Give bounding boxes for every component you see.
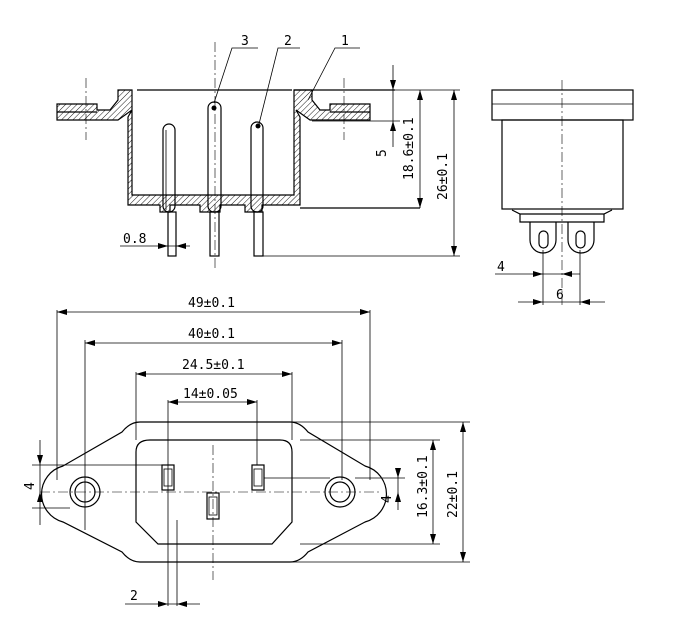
callout-1: 1	[341, 34, 349, 49]
dim-left-offset-text: 4	[23, 482, 38, 490]
dim-pin-width: 0.8	[120, 232, 190, 249]
dim-overall-width-text: 49±0.1	[188, 296, 235, 311]
dim-top-body-height-text: 16.3±0.1	[416, 455, 431, 518]
dim-pin-offset: 2	[125, 589, 200, 607]
dim-pin-width-text: 0.8	[123, 232, 146, 247]
callout-2: 2	[284, 34, 292, 49]
dim-flange-5: 5	[312, 65, 400, 157]
dim-body-height-text: 18.6±0.1	[402, 117, 417, 180]
dim-overall-width: 49±0.1	[57, 296, 370, 315]
dim-body-height: 18.6±0.1	[402, 90, 423, 208]
slot-center	[206, 492, 220, 520]
dim-pin-spacing-text: 14±0.05	[183, 387, 238, 402]
dim-right-offset-text: 4	[380, 495, 395, 503]
housing-section	[56, 89, 371, 213]
dim-body-width-text: 24.5±0.1	[182, 358, 245, 373]
dim-flange-text: 5	[375, 149, 390, 157]
pin-left	[162, 123, 177, 257]
dim-top-flange-height-text: 22±0.1	[446, 471, 461, 518]
dim-end-pitch-text: 6	[556, 288, 564, 303]
dim-right-offset: 4	[264, 468, 405, 510]
top-view: 49±0.1 40±0.1 24.5±0.1 14±0.05 2	[23, 296, 470, 607]
slot-right	[251, 464, 265, 491]
dim-hole-spacing-text: 40±0.1	[188, 327, 235, 342]
dim-top-flange-height: 22±0.1	[446, 422, 466, 562]
dim-end-pitch: 6	[518, 288, 605, 305]
end-pin-left	[529, 222, 557, 254]
dim-body-width: 24.5±0.1	[136, 358, 292, 377]
dim-end-offset-text: 4	[497, 260, 505, 275]
side-section-view: 3 2 1 5 18.6±0.1 26±0.1	[56, 34, 460, 270]
pin-center	[207, 101, 222, 257]
dim-left-offset: 4	[23, 440, 165, 525]
dim-pin-offset-text: 2	[130, 589, 138, 604]
dim-end-offset: 4	[495, 260, 580, 277]
end-pin-right	[567, 222, 595, 254]
pin-right	[250, 121, 460, 257]
dim-pin-spacing: 14±0.05	[168, 387, 257, 405]
dim-total-height: 26±0.1	[395, 89, 460, 256]
dim-hole-spacing: 40±0.1	[85, 327, 342, 346]
end-view: 4 6	[491, 80, 634, 305]
body-outline	[135, 439, 293, 545]
callout-3: 3	[241, 34, 249, 49]
dim-total-height-text: 26±0.1	[436, 153, 451, 200]
dim-top-body-height: 16.3±0.1	[416, 440, 436, 544]
